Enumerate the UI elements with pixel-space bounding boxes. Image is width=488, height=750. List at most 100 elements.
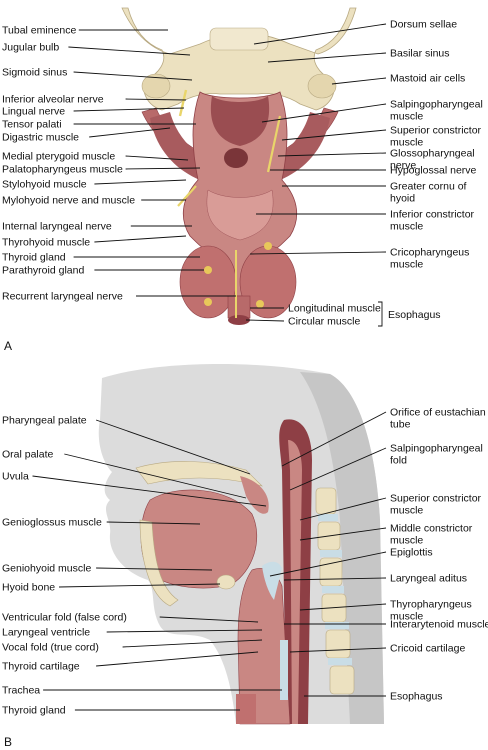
- label-b-thyroid-cartilage: Thyroid cartilage: [2, 661, 80, 673]
- leader-b-laryngeal-ventricle: [106, 629, 263, 633]
- disc-4: [325, 622, 349, 629]
- leader-b-laryngeal-aditus: [283, 577, 387, 581]
- mastoid-right-bone: [307, 73, 337, 99]
- label-a-mylohyoid-nerve-and-muscle: Mylohyoid nerve and muscle: [2, 195, 135, 207]
- label-b-thyropharyngeus-muscle-line2: muscle: [390, 611, 423, 623]
- label-b-cricoid-cartilage: Cricoid cartilage: [390, 643, 465, 655]
- label-a-glossopharyngeal-nerve-line2: nerve: [390, 160, 416, 172]
- label-b-superior-constrictor-muscle-line2: muscle: [390, 505, 423, 517]
- leader-a-salpingopharyngeal-muscle: [261, 103, 387, 123]
- label-b-interarytenoid-muscle: Interarytenoid muscle: [390, 619, 488, 631]
- leader-b-vocal-fold-true-cord: [122, 639, 263, 648]
- hyoid-bone: [216, 574, 236, 590]
- inferior-constrictor-muscle: [206, 189, 274, 241]
- leader-a-medial-pterygoid-muscle: [125, 155, 189, 161]
- leader-a-mastoid-air-cells: [331, 77, 387, 85]
- label-a-thyroid-gland: Thyroid gland: [2, 252, 66, 264]
- disc-5: [328, 658, 352, 665]
- panel-b-right-labels: Orifice of eustachiantubeSalpingopharyng…: [269, 407, 488, 703]
- nerve-right-1: [266, 115, 282, 173]
- epiglottis-cartilage: [262, 561, 282, 600]
- esophagus-label-a: Esophagus: [388, 309, 441, 321]
- leader-a-inferior-alveolar-nerve: [125, 98, 187, 101]
- panel-a-illustration: [121, 7, 357, 325]
- label-a-longitudinal-muscle: Longitudinal muscle: [288, 303, 381, 315]
- cricoid-cartilage: [280, 640, 288, 700]
- vertebrae-column: [315, 487, 355, 695]
- esophagus-circular-muscle: [228, 315, 250, 325]
- parathyroid-upper-left: [204, 266, 212, 274]
- pharynx-opening: [224, 148, 248, 168]
- panel-a-letter: A: [4, 339, 12, 353]
- pharynx-upper-dark-muscle: [210, 96, 270, 146]
- label-b-genioglossus-muscle: Genioglossus muscle: [2, 517, 102, 529]
- label-b-geniohyoid-muscle: Geniohyoid muscle: [2, 563, 91, 575]
- leader-b-salpingopharyngeal-fold: [289, 447, 387, 491]
- label-a-inferior-alveolar-nerve: Inferior alveolar nerve: [2, 94, 104, 106]
- label-a-thyrohyoid-muscle: Thyrohyoid muscle: [2, 237, 90, 249]
- label-b-orifice-of-eustachian-tube: Orifice of eustachian: [390, 407, 486, 419]
- label-b-pharyngeal-palate: Pharyngeal palate: [2, 415, 87, 427]
- label-a-parathyroid-gland: Parathyroid gland: [2, 265, 84, 277]
- label-a-mastoid-air-cells: Mastoid air cells: [390, 73, 465, 85]
- vertebra-5: [325, 629, 351, 659]
- label-a-digastric-muscle: Digastric muscle: [2, 132, 79, 144]
- disc-1: [318, 514, 338, 521]
- label-a-basilar-sinus: Basilar sinus: [390, 48, 450, 60]
- nerve-left-1: [178, 89, 188, 117]
- leader-a-glossopharyngeal-nerve: [277, 152, 387, 157]
- leader-b-oral-palate: [64, 453, 247, 499]
- leader-b-orifice-of-eustachian-tube: [281, 411, 387, 467]
- leader-b-ventricular-fold-false-cord: [159, 616, 259, 623]
- leader-b-thyropharyngeus-muscle: [299, 603, 387, 611]
- label-a-tensor-palati: Tensor palati: [2, 119, 62, 131]
- leader-a-sigmoid-sinus: [73, 71, 193, 81]
- esophagus-bracket: Esophagus: [378, 301, 441, 327]
- label-a-sigmoid-sinus: Sigmoid sinus: [2, 67, 67, 79]
- label-a-stylohyoid-muscle: Stylohyoid muscle: [2, 179, 87, 191]
- leader-b-genioglossus-muscle: [106, 521, 201, 525]
- label-a-jugular-bulb: Jugular bulb: [2, 42, 59, 54]
- label-a-greater-cornu-of-hyoid: Greater cornu of: [390, 181, 467, 193]
- parathyroid-lower-right: [256, 300, 264, 308]
- dorsum-sellae-bone: [209, 27, 269, 51]
- label-a-circular-muscle: Circular muscle: [288, 316, 361, 328]
- label-b-epiglottis: Epiglottis: [390, 547, 433, 559]
- leader-a-cricopharyngeus-muscle: [249, 251, 387, 255]
- label-a-tubal-eminence: Tubal eminence: [2, 25, 76, 37]
- leader-a-palatopharyngeus-muscle: [125, 167, 201, 170]
- leader-b-uvula: [32, 475, 267, 507]
- label-a-medial-pterygoid-muscle: Medial pterygoid muscle: [2, 151, 115, 163]
- leader-b-cricoid-cartilage: [289, 647, 387, 653]
- label-a-lingual-nerve: Lingual nerve: [2, 106, 65, 118]
- label-b-hyoid-bone: Hyoid bone: [2, 582, 55, 594]
- label-a-hypoglossal-nerve: Hypoglossal nerve: [390, 165, 477, 177]
- label-a-inferior-constrictor-muscle: Inferior constrictor: [390, 209, 475, 221]
- vertebra-1: [315, 487, 337, 515]
- nerve-left-2: [177, 185, 197, 207]
- label-b-oral-palate: Oral palate: [2, 449, 54, 461]
- leader-b-pharyngeal-palate: [95, 419, 251, 475]
- label-a-cricopharyngeus-muscle: Cricopharyngeus: [390, 247, 469, 259]
- label-a-superior-constrictor-muscle: Superior constrictor: [390, 125, 482, 137]
- label-a-glossopharyngeal-nerve: Glossopharyngeal: [390, 148, 475, 160]
- label-a-recurrent-laryngeal-nerve: Recurrent laryngeal nerve: [2, 291, 123, 303]
- label-b-uvula: Uvula: [2, 471, 29, 483]
- leader-a-dorsum-sellae: [253, 23, 387, 45]
- label-b-superior-constrictor-muscle: Superior constrictor: [390, 493, 482, 505]
- label-b-thyroid-gland: Thyroid gland: [2, 705, 66, 717]
- leader-b-middle-constrictor-muscle: [299, 527, 387, 541]
- label-b-trachea: Trachea: [2, 685, 40, 697]
- leader-a-thyrohyoid-muscle: [94, 235, 187, 243]
- label-a-palatopharyngeus-muscle: Palatopharyngeus muscle: [2, 164, 123, 176]
- pharynx-inner-muscle: [288, 440, 302, 724]
- leader-b-superior-constrictor-muscle: [299, 497, 387, 521]
- label-b-salpingopharyngeal-fold: Salpingopharyngeal: [390, 443, 483, 455]
- parathyroid-lower-left: [204, 298, 212, 306]
- label-a-salpingopharyngeal-muscle: Salpingopharyngeal: [390, 99, 483, 111]
- label-a-superior-constrictor-muscle-line2: muscle: [390, 137, 423, 149]
- leader-b-thyroid-cartilage: [96, 651, 259, 667]
